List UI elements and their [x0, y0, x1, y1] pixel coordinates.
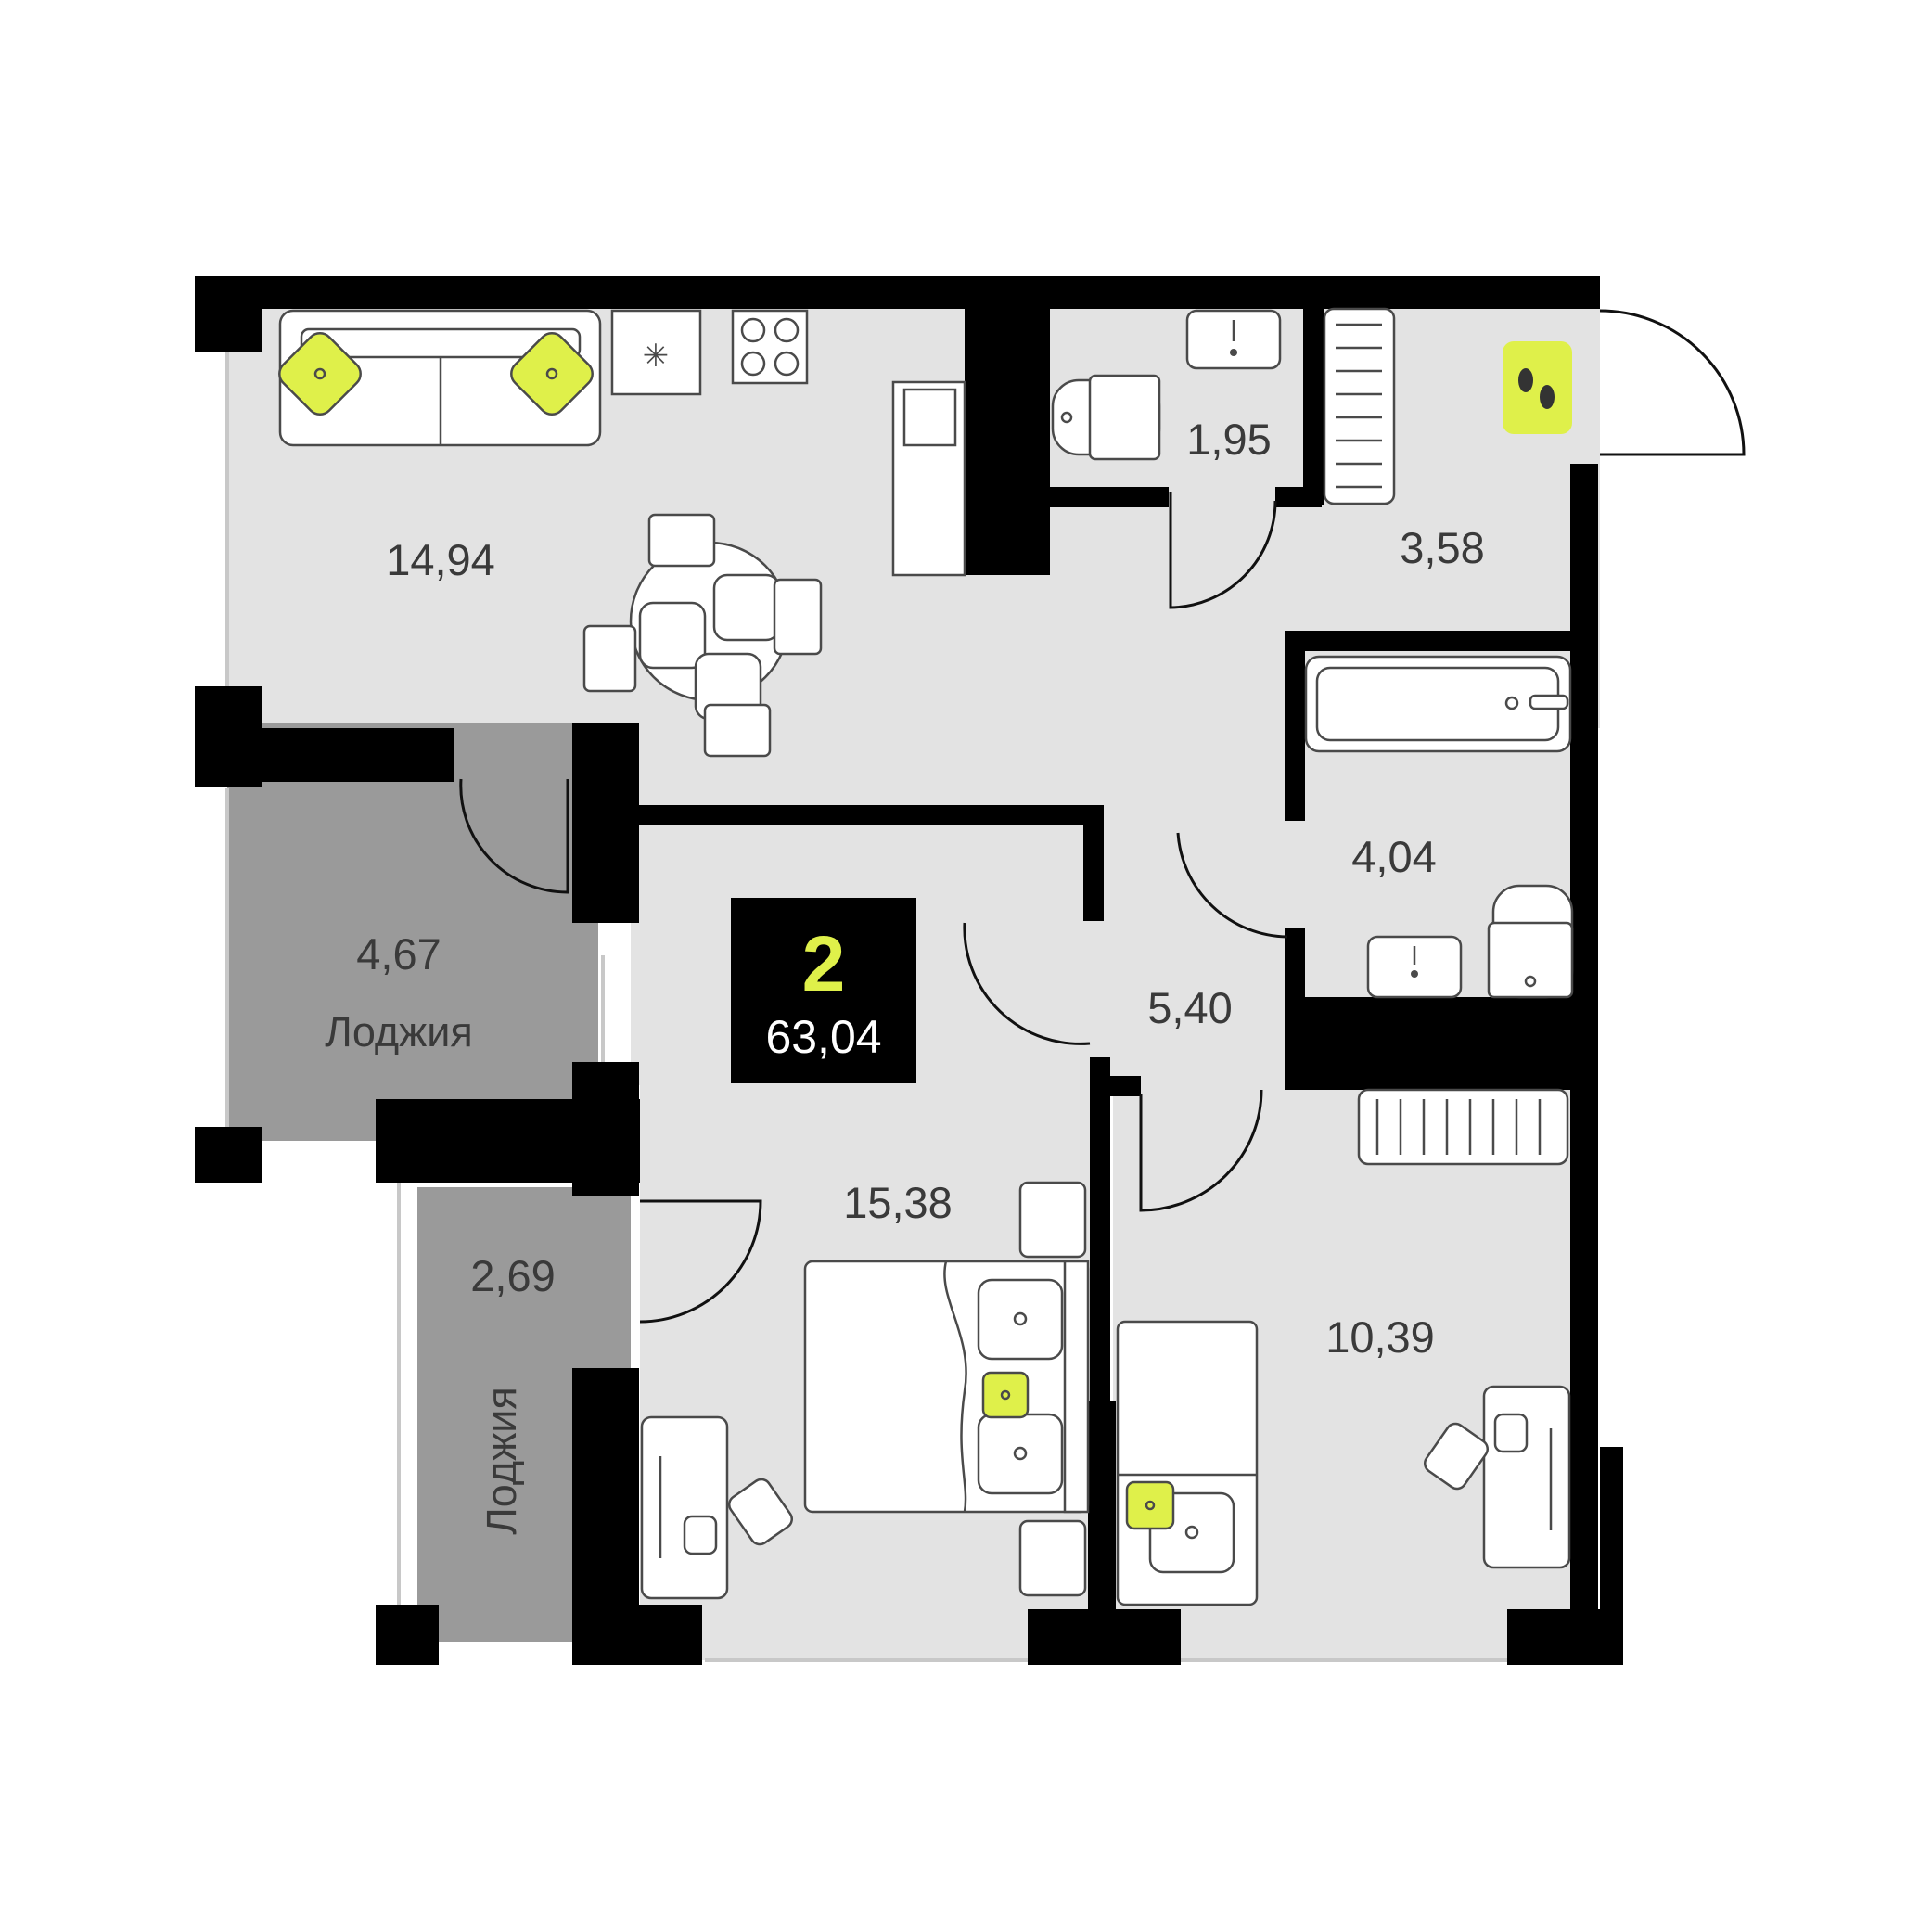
- walls: [195, 276, 1623, 1665]
- badge-total-area: 63,04: [765, 1011, 881, 1063]
- wall-bathroom-left: [1285, 631, 1305, 821]
- toilet-icon-bathroom: [1487, 884, 1574, 999]
- chair-icon: [727, 1422, 1490, 1546]
- wall-bedroom-top-right: [1083, 805, 1104, 921]
- door-loggia-1: [459, 778, 569, 894]
- wall-bedroom-divider: [1088, 1401, 1116, 1665]
- stove-icon: ✳: [610, 309, 809, 396]
- svg-text:✳: ✳: [643, 338, 670, 375]
- floor-corridor: [1104, 816, 1289, 1094]
- wall-top: [195, 276, 1600, 309]
- toilet-icon: [1051, 374, 1161, 461]
- wall-bottom-left2: [572, 1605, 702, 1665]
- area-bathroom: 4,04: [1351, 832, 1436, 881]
- area-kitchen-living: 14,94: [386, 535, 495, 584]
- wall-bathroom-top: [1285, 631, 1591, 651]
- label-loggia-1: Лоджия: [325, 1008, 472, 1056]
- door-loggia-2: [639, 1199, 762, 1324]
- doors: [459, 309, 1746, 1324]
- area-bathroom-small: 1,95: [1186, 415, 1271, 464]
- area-loggia-2: 2,69: [470, 1251, 555, 1300]
- washbasin-icon: [1185, 309, 1282, 370]
- area-labels: 14,94 1,95 3,58 4,04 5,40 15,38 10,39 4,…: [325, 415, 1484, 1535]
- wall-right-lower: [1600, 1447, 1623, 1665]
- entry-footprints-icon: [1503, 341, 1572, 434]
- wall-column-loggia: [572, 723, 639, 923]
- wall-loggia1-top: [195, 728, 454, 782]
- door-bedroom-main: [963, 922, 1091, 1045]
- nightstand-icon: [1018, 1181, 1087, 1597]
- wall-bedroom-top: [635, 805, 1104, 825]
- wall-bathroom-left-low: [1285, 928, 1305, 1002]
- wall-bath-small-right: [1303, 306, 1324, 505]
- wall-bathroom-bottom: [1285, 997, 1586, 1090]
- wall-bath-small-right2: [1275, 487, 1322, 507]
- door-bathroom: [1176, 832, 1288, 939]
- pillow-icon: [977, 1278, 1064, 1495]
- door-bedroom-second: [1139, 1089, 1263, 1212]
- area-bedroom-second: 10,39: [1325, 1312, 1435, 1362]
- wall-corridor-left-short: [1090, 1076, 1141, 1096]
- washbasin-icon-bathroom: [1366, 935, 1463, 999]
- radiator-icon: [1323, 307, 1569, 1166]
- wall-bath-small-bottom: [1048, 487, 1169, 507]
- wall-hall-right-top: [1570, 276, 1598, 309]
- badge-rooms-count: 2: [802, 920, 846, 1007]
- wall-left-block-bottom: [195, 1127, 262, 1183]
- single-bed-icon: [1116, 1320, 1259, 1606]
- entrance-door: [1599, 309, 1746, 456]
- area-bedroom-main: 15,38: [843, 1178, 953, 1227]
- wall-top-left-block: [195, 276, 262, 352]
- label-loggia-2: Лоджия: [478, 1387, 525, 1534]
- desk-icon: [640, 1385, 1571, 1600]
- sink-icon: [891, 380, 966, 577]
- cushion-icon: [278, 332, 594, 416]
- wall-column-mid: [572, 1062, 639, 1196]
- badge-background: [731, 898, 916, 1083]
- floor-loggia-1: [227, 723, 598, 1141]
- dining-table-icon: [582, 513, 823, 758]
- sofa-icon: [278, 309, 602, 447]
- wall-kitchen-column: [965, 306, 1050, 575]
- wall-bottom-left: [376, 1605, 439, 1665]
- door-bath-small: [1169, 492, 1277, 609]
- summary-badge: 2 63,04: [731, 898, 916, 1083]
- area-hallway: 3,58: [1400, 523, 1484, 572]
- area-loggia-1: 4,67: [356, 929, 441, 979]
- bathtub-icon: [1304, 655, 1572, 753]
- area-corridor: 5,40: [1147, 983, 1232, 1032]
